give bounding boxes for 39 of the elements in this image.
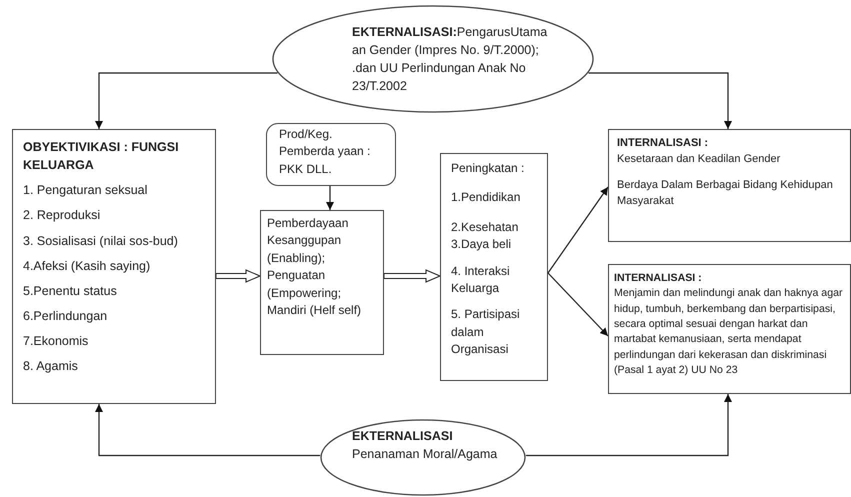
- node-text: Pemberdayaan Kesanggupan (Enabling); Penguatan (Empowering; Mandiri (Helf self): [267, 215, 362, 319]
- process-box: [12, 129, 216, 404]
- node-text: Prod/Keg. Pemberda yaan : PKK DLL.: [279, 126, 372, 178]
- node-text: Kesetaraan dan Keadilan Gender: [617, 152, 782, 167]
- node-text: 1.Pendidikan: [451, 189, 522, 206]
- node-text: 8. Agamis: [23, 358, 79, 376]
- node-text: 7.Ekonomis: [23, 333, 90, 350]
- arrow: [588, 72, 732, 129]
- arrow: [95, 72, 278, 129]
- node-text: 3. Sosialisasi (nilai sos-bud): [23, 232, 179, 250]
- arrow: [526, 394, 732, 456]
- process-box: [260, 210, 384, 355]
- arrow: [95, 404, 320, 456]
- heading: INTERNALISASI :: [617, 136, 710, 151]
- node-text: Menjamin dan melindungi anak dan haknya agar hidup, tumbuh, berkembang dan berpartisipasi, secara optimal sesuai dengan harkat dan martabat kemanusiaan, serta mendapat perlindungan dari kekerasan dan diskriminasi (Pasal 1 ayat 2) UU No 23: [614, 286, 844, 378]
- process-box: [608, 264, 851, 394]
- heading: INTERNALISASI :: [614, 271, 703, 286]
- node-text: 2. Reproduksi: [23, 207, 102, 224]
- node-text: 4. Interaksi Keluarga: [451, 262, 511, 297]
- node-text: Berdaya Dalam Berbagai Bidang Kehidupan Masyarakat: [617, 178, 834, 209]
- arrow: [548, 272, 608, 336]
- heading: OBYEKTIVIKASI : FUNGSI KELUARGA: [23, 139, 180, 174]
- node-text: 5. Partisipasi dalam Organisasi: [451, 306, 521, 358]
- hollow-arrow: [384, 269, 442, 283]
- arrow: [548, 186, 608, 274]
- hollow-arrow: [216, 269, 262, 283]
- node-text: 6.Perlindungan: [23, 308, 108, 325]
- process-box: [440, 153, 548, 381]
- node-text: 1. Pengaturan seksual: [23, 182, 148, 200]
- node-text: 4.Afeksi (Kasih saying): [23, 258, 152, 275]
- heading: Peningkatan :: [451, 160, 526, 177]
- node-text: Penanaman Moral/Agama: [352, 446, 498, 464]
- arrow: [326, 186, 334, 210]
- node-text: 2.Kesehatan: [451, 218, 520, 236]
- process-box: [608, 129, 851, 242]
- node-text: 5.Penentu status: [23, 282, 118, 300]
- rounded-box: [266, 123, 396, 186]
- node-text: 3.Daya beli: [451, 236, 512, 254]
- heading: EKTERNALISASI: [352, 428, 454, 445]
